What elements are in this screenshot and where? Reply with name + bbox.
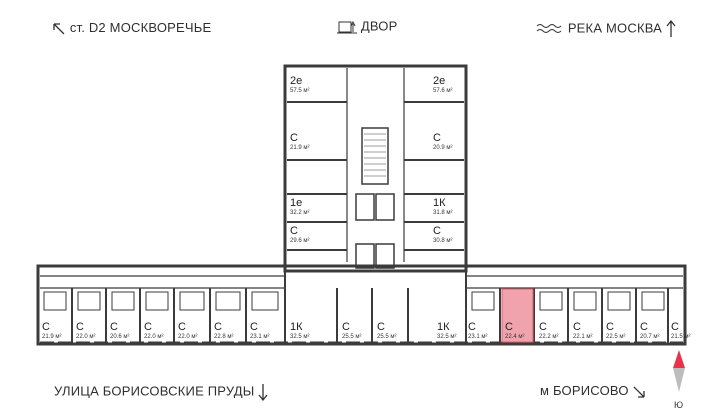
unit-label-c-224[interactable]: С 22.4 м² (505, 321, 524, 340)
unit-label-1k-325-a[interactable]: 1К 32.5 м² (290, 321, 309, 340)
arrow-down-icon (258, 383, 268, 402)
unit-area: 32.2 м² (290, 210, 309, 216)
compass-south-label: Ю (674, 400, 683, 410)
unit-type: С (573, 321, 581, 333)
unit-label-c-220-c[interactable]: С 22.0 м² (178, 321, 197, 340)
unit-area: 25.5 м² (377, 334, 396, 340)
unit-label-1k-318[interactable]: 1К 31.8 м² (433, 197, 452, 216)
unit-type: С (342, 321, 350, 333)
unit-area: 29.6 м² (290, 238, 309, 244)
unit-label-2e-left[interactable]: 2е 57.5 м² (290, 75, 309, 94)
unit-type: 1К (437, 321, 450, 333)
unit-label-c-231-a[interactable]: С 23.1 м² (250, 321, 269, 340)
courtyard-icon (337, 18, 357, 34)
unit-area: 31.8 м² (433, 210, 452, 216)
unit-area: 22.0 м² (178, 334, 197, 340)
compass-icon: Ю (673, 350, 685, 410)
unit-type: С (640, 321, 648, 333)
unit-label-c-296[interactable]: С 29.6 м² (290, 225, 309, 244)
unit-area: 20.6 м² (110, 334, 129, 340)
unit-label-c-225[interactable]: С 22.5 м² (606, 321, 625, 340)
unit-area: 25.5 м² (342, 334, 361, 340)
unit-area: 32.5 м² (290, 334, 309, 340)
unit-label-c-228[interactable]: С 22.8 м² (214, 321, 233, 340)
unit-type: С (290, 132, 298, 144)
unit-label-c-219-bottom[interactable]: С 21.9 м² (42, 321, 61, 340)
unit-label-c-215[interactable]: С 21.5 м² (671, 321, 690, 340)
unit-label-1k-325-b[interactable]: 1К 32.5 м² (437, 321, 456, 340)
label-courtyard: ДВОР (337, 18, 397, 36)
unit-type: 2е (433, 75, 445, 87)
unit-type: С (42, 321, 50, 333)
unit-area: 57.5 м² (290, 88, 309, 94)
arrow-up-left-icon (52, 20, 66, 35)
label-metro-text: м БОРИСОВО (540, 383, 629, 398)
label-river: РЕКА МОСКВА (536, 19, 676, 38)
unit-area: 22.4 м² (505, 334, 524, 340)
unit-area: 21.9 м² (42, 334, 61, 340)
unit-type: С (214, 321, 222, 333)
waves-icon (536, 20, 564, 35)
unit-type: С (433, 132, 441, 144)
unit-type: С (76, 321, 84, 333)
unit-label-c-220-b[interactable]: С 22.0 м² (144, 321, 163, 340)
unit-type: С (144, 321, 152, 333)
unit-label-c-255-b[interactable]: С 25.5 м² (377, 321, 396, 340)
label-street: УЛИЦА БОРИСОВСКИЕ ПРУДЫ (54, 383, 268, 402)
unit-label-c-221[interactable]: С 22.1 м² (573, 321, 592, 340)
unit-type: 1К (433, 197, 446, 209)
unit-type: С (433, 225, 441, 237)
unit-label-c-222[interactable]: С 22.2 м² (539, 321, 558, 340)
label-street-text: УЛИЦА БОРИСОВСКИЕ ПРУДЫ (54, 383, 255, 399)
unit-label-c-207[interactable]: С 20.7 м² (640, 321, 659, 340)
unit-type: С (110, 321, 118, 333)
unit-type: С (178, 321, 186, 333)
arrow-down-right-icon (632, 383, 646, 398)
unit-area: 21.9 м² (290, 145, 309, 151)
unit-label-c-220-a[interactable]: С 22.0 м² (76, 321, 95, 340)
unit-area: 22.2 м² (539, 334, 558, 340)
unit-area: 22.1 м² (573, 334, 592, 340)
unit-type: С (377, 321, 385, 333)
unit-type: С (468, 321, 476, 333)
unit-type: С (290, 225, 298, 237)
unit-area: 20.7 м² (640, 334, 659, 340)
unit-label-1e[interactable]: 1е 32.2 м² (290, 197, 309, 216)
unit-label-c-209-top[interactable]: С 20.9 м² (433, 132, 452, 151)
unit-label-2e-right[interactable]: 2е 57.6 м² (433, 75, 452, 94)
unit-area: 32.5 м² (437, 334, 456, 340)
label-d2-station-text: ст. D2 МОСКВОРЕЧЬЕ (69, 20, 212, 35)
label-metro: м БОРИСОВО (540, 383, 646, 399)
unit-label-c-308[interactable]: С 30.8 м² (433, 225, 452, 244)
unit-label-c-219-top[interactable]: С 21.9 м² (290, 132, 309, 151)
label-courtyard-text: ДВОР (360, 18, 398, 34)
unit-area: 20.9 м² (433, 145, 452, 151)
unit-type: С (671, 321, 679, 333)
unit-area: 30.8 м² (433, 238, 452, 244)
unit-area: 23.1 м² (468, 334, 487, 340)
unit-area: 22.0 м² (144, 334, 163, 340)
unit-area: 22.5 м² (606, 334, 625, 340)
unit-type: 2е (290, 75, 302, 87)
unit-area: 21.5 м² (671, 334, 690, 340)
unit-type: С (539, 321, 547, 333)
unit-label-c-231-b[interactable]: С 23.1 м² (468, 321, 487, 340)
unit-type: 1К (290, 321, 303, 333)
unit-type: 1е (290, 197, 302, 209)
unit-type: С (606, 321, 614, 333)
unit-area: 22.8 м² (214, 334, 233, 340)
unit-label-c-255-a[interactable]: С 25.5 м² (342, 321, 361, 340)
unit-type: С (505, 321, 513, 333)
building-walls (36, 64, 687, 346)
arrow-up-icon (666, 19, 676, 37)
highlighted-unit[interactable] (501, 288, 534, 343)
unit-area: 57.6 м² (433, 88, 452, 94)
label-river-text: РЕКА МОСКВА (567, 20, 663, 36)
unit-area: 23.1 м² (250, 334, 269, 340)
unit-type: С (250, 321, 258, 333)
label-d2-station: ст. D2 МОСКВОРЕЧЬЕ (52, 20, 211, 36)
unit-label-c-206[interactable]: С 20.6 м² (110, 321, 129, 340)
unit-area: 22.0 м² (76, 334, 95, 340)
